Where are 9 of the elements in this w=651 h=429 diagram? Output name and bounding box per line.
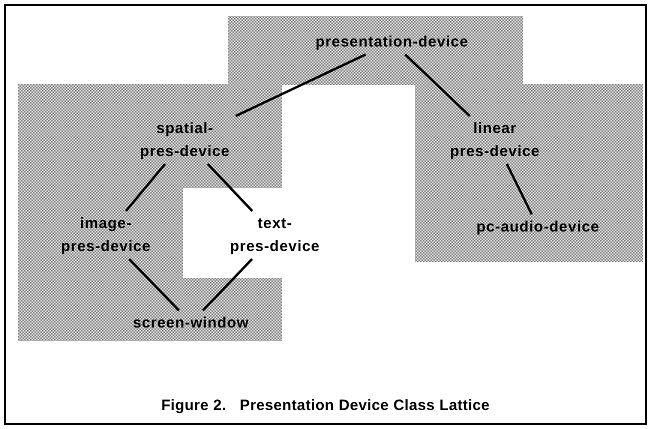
figure-caption: Figure 2. Presentation Device Class Lattice xyxy=(161,397,490,414)
class-label: spatial- pres-device xyxy=(139,119,231,162)
class-label: pc-audio-device xyxy=(476,218,600,238)
connector-line xyxy=(404,54,471,117)
class-label: presentation-device xyxy=(315,32,469,52)
class-label: image- pres-device xyxy=(60,214,152,257)
connector-line xyxy=(206,163,254,212)
class-label: text- pres-device xyxy=(229,214,321,257)
class-label: linear pres-device xyxy=(449,119,541,162)
